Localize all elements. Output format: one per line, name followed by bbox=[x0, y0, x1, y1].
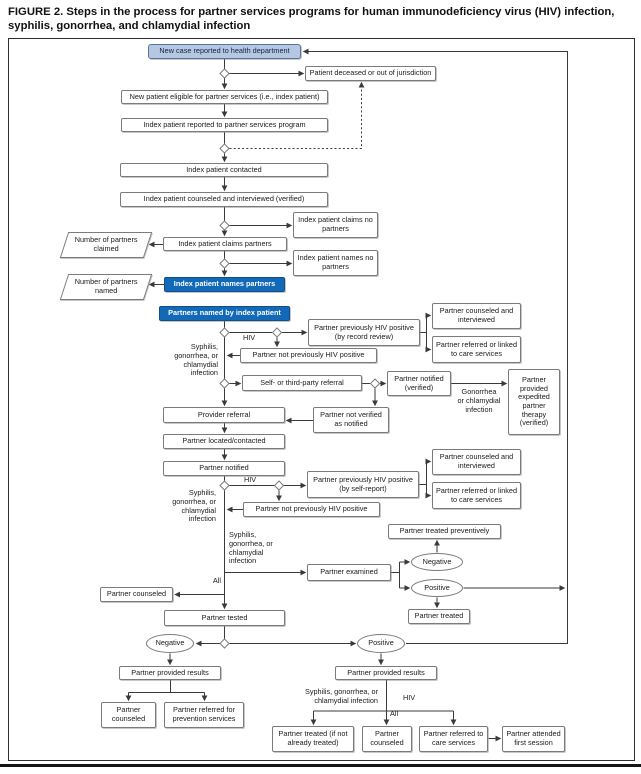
edge-label-gonorrhea-chlamydial: Gonorrhea or chlamydial infection bbox=[457, 387, 501, 414]
node-index-reported: Index patient reported to partner servic… bbox=[121, 118, 328, 132]
positive-feedback-line bbox=[302, 48, 568, 644]
node-counseled-positive: Partner counseled bbox=[362, 726, 412, 752]
edge-label-sgc-2: Syphilis, gonorrhea, or chlamydial infec… bbox=[172, 488, 216, 524]
node-positive-exam: Positive bbox=[411, 579, 463, 597]
figure-bottom-rule bbox=[0, 764, 641, 767]
figure-border bbox=[8, 38, 635, 761]
node-not-verified-as-notified: Partner not verified as notified bbox=[313, 407, 389, 433]
node-names-partners: Index patient names partners bbox=[164, 277, 285, 292]
dotted-referral-line bbox=[229, 81, 365, 149]
edge-label-hiv-1: HIV bbox=[243, 333, 256, 342]
edge-label-sgc-3: Syphilis, gonorrhea, or chlamydial infec… bbox=[229, 530, 273, 566]
node-number-partners-named: Number of partners named bbox=[59, 274, 153, 300]
node-negative-exam: Negative bbox=[411, 553, 463, 571]
node-prev-hiv-record-review: Partner previously HIV positive (by reco… bbox=[308, 319, 420, 346]
connector-lines bbox=[125, 59, 566, 742]
node-partners-named-by-index: Partners named by index patient bbox=[159, 306, 290, 321]
node-claims-no-partners: Index patient claims no partners bbox=[293, 212, 378, 238]
node-treated-if-not-already: Partner treated (if not already treated) bbox=[272, 726, 354, 752]
node-self-third-party-referral: Self- or third-party referral bbox=[242, 375, 362, 391]
node-partner-treated: Partner treated bbox=[408, 609, 470, 624]
node-new-case-reported: New case reported to health department bbox=[148, 44, 301, 59]
node-partner-notified: Partner notified bbox=[163, 461, 285, 476]
node-provider-referral: Provider referral bbox=[163, 407, 285, 423]
node-prev-hiv-self-report: Partner previously HIV positive (by self… bbox=[307, 471, 419, 498]
node-not-prev-hiv-1: Partner not previously HIV positive bbox=[240, 348, 377, 363]
node-referred-linked-care-2: Partner referred or linked to care servi… bbox=[432, 482, 521, 509]
node-counseled-interviewed-2: Partner counseled and interviewed bbox=[432, 449, 521, 475]
node-names-no-partners: Index patient names no partners bbox=[293, 250, 378, 276]
edge-label-sgc-4: Syphilis, gonorrhea, or chlamydial infec… bbox=[304, 687, 378, 705]
node-not-prev-hiv-2: Partner not previously HIV positive bbox=[243, 502, 380, 517]
node-new-patient-eligible: New patient eligible for partner service… bbox=[121, 90, 328, 104]
node-claims-partners: Index patient claims partners bbox=[163, 237, 287, 251]
node-expedited-partner-therapy: Partner provided expedited partner thera… bbox=[508, 369, 560, 435]
node-partner-notified-verified: Partner notified (verified) bbox=[387, 371, 451, 396]
edge-label-all-1: All bbox=[212, 576, 221, 585]
edge-label-all-2: All bbox=[390, 709, 399, 718]
node-partner-counseled-all: Partner counseled bbox=[100, 587, 173, 602]
decision-diamonds bbox=[219, 68, 381, 649]
figure-title: FIGURE 2. Steps in the process for partn… bbox=[8, 6, 615, 33]
node-index-counseled: Index patient counseled and interviewed … bbox=[120, 192, 328, 207]
edge-label-hiv-2: HIV bbox=[244, 475, 257, 484]
node-partner-tested: Partner tested bbox=[164, 610, 285, 626]
node-referred-care-services: Partner referred to care services bbox=[419, 726, 488, 752]
node-referred-linked-care-1: Partner referred or linked to care servi… bbox=[432, 336, 521, 363]
node-results-positive: Partner provided results bbox=[335, 666, 437, 680]
edge-label-sgc-1: Syphilis, gonorrhea, or chlamydial infec… bbox=[174, 342, 218, 378]
node-results-negative: Partner provided results bbox=[119, 666, 221, 680]
node-number-partners-claimed: Number of partners claimed bbox=[59, 232, 153, 258]
node-counseled-negative: Partner counseled bbox=[101, 702, 156, 728]
node-counseled-interviewed-1: Partner counseled and interviewed bbox=[432, 303, 521, 329]
edge-label-hiv-3: HIV bbox=[403, 693, 416, 702]
node-patient-deceased: Patient deceased or out of jurisdiction bbox=[305, 66, 436, 81]
node-referred-prevention: Partner referred for prevention services bbox=[164, 702, 244, 728]
node-treated-preventively: Partner treated preventively bbox=[388, 524, 501, 539]
node-attended-first-session: Partner attended first session bbox=[502, 726, 565, 752]
node-negative-test: Negative bbox=[146, 634, 194, 653]
node-partner-examined: Partner examined bbox=[307, 564, 391, 581]
node-index-contacted: Index patient contacted bbox=[120, 163, 328, 177]
node-partner-located-contacted: Partner located/contacted bbox=[163, 434, 285, 449]
node-positive-test: Positive bbox=[357, 634, 405, 653]
